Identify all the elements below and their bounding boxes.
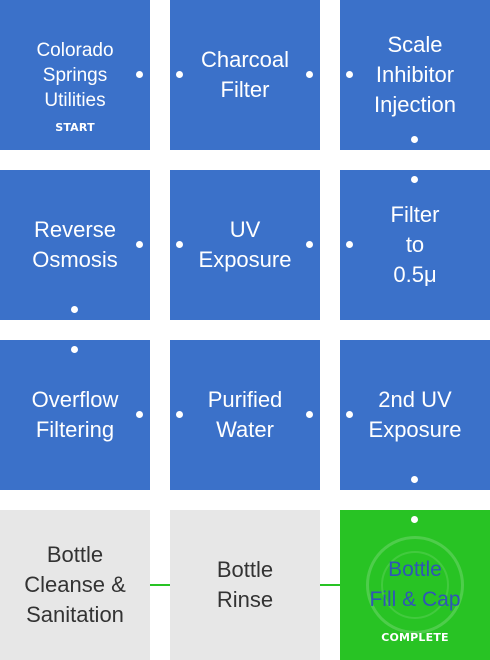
connector-dot <box>411 516 418 523</box>
step-label: UV Exposure <box>198 217 292 272</box>
start-tag: START <box>55 121 95 134</box>
connector-dot <box>306 241 313 248</box>
step-label: Filter to 0.5μ <box>390 202 440 287</box>
step-label: 2nd UV Exposure <box>368 387 462 442</box>
step-label: Overflow Filtering <box>31 387 119 442</box>
connector-dot <box>136 71 143 78</box>
connector-line <box>320 584 340 586</box>
step-bottle-rinse: Bottle Rinse <box>170 510 320 660</box>
connector-dot <box>71 346 78 353</box>
step-label: Bottle Cleanse & Sanitation <box>24 542 126 627</box>
step-label: Bottle Rinse <box>216 557 274 612</box>
connector-dot <box>411 176 418 183</box>
step-bottle-fill-cap: Bottle Fill & Cap COMPLETE <box>340 510 490 660</box>
step-label: Reverse Osmosis <box>32 217 118 272</box>
step-label: Scale Inhibitor Injection <box>374 32 456 117</box>
connector-dot <box>71 306 78 313</box>
step-filter-to-micron: Filter to 0.5μ <box>340 170 490 320</box>
connector-dot <box>176 71 183 78</box>
step-charcoal-filter: Charcoal Filter <box>170 0 320 150</box>
connector-dot <box>411 476 418 483</box>
connector-dot <box>176 241 183 248</box>
step-reverse-osmosis: Reverse Osmosis <box>0 170 150 320</box>
connector-dot <box>306 71 313 78</box>
connector-dot <box>346 241 353 248</box>
complete-tag: COMPLETE <box>381 631 449 644</box>
connector-dot <box>346 411 353 418</box>
connector-dot <box>136 241 143 248</box>
connector-dot <box>346 71 353 78</box>
step-label: Purified Water <box>207 387 283 442</box>
connector-dot <box>176 411 183 418</box>
connector-dot <box>411 136 418 143</box>
step-overflow-filtering: Overflow Filtering <box>0 340 150 490</box>
connector-dot <box>306 411 313 418</box>
step-purified-water: Purified Water <box>170 340 320 490</box>
step-uv-exposure: UV Exposure <box>170 170 320 320</box>
step-scale-inhibitor-injection: Scale Inhibitor Injection <box>340 0 490 150</box>
step-second-uv-exposure: 2nd UV Exposure <box>340 340 490 490</box>
connector-line <box>150 584 170 586</box>
step-bottle-cleanse-sanitation: Bottle Cleanse & Sanitation <box>0 510 150 660</box>
step-label: Charcoal Filter <box>200 47 290 102</box>
step-label: Bottle Fill & Cap <box>369 558 461 611</box>
step-colorado-springs-utilities: Colorado Springs Utilities START <box>0 0 150 150</box>
seal-watermark-icon <box>366 536 464 634</box>
step-label: Colorado Springs Utilities <box>36 39 114 111</box>
connector-dot <box>136 411 143 418</box>
